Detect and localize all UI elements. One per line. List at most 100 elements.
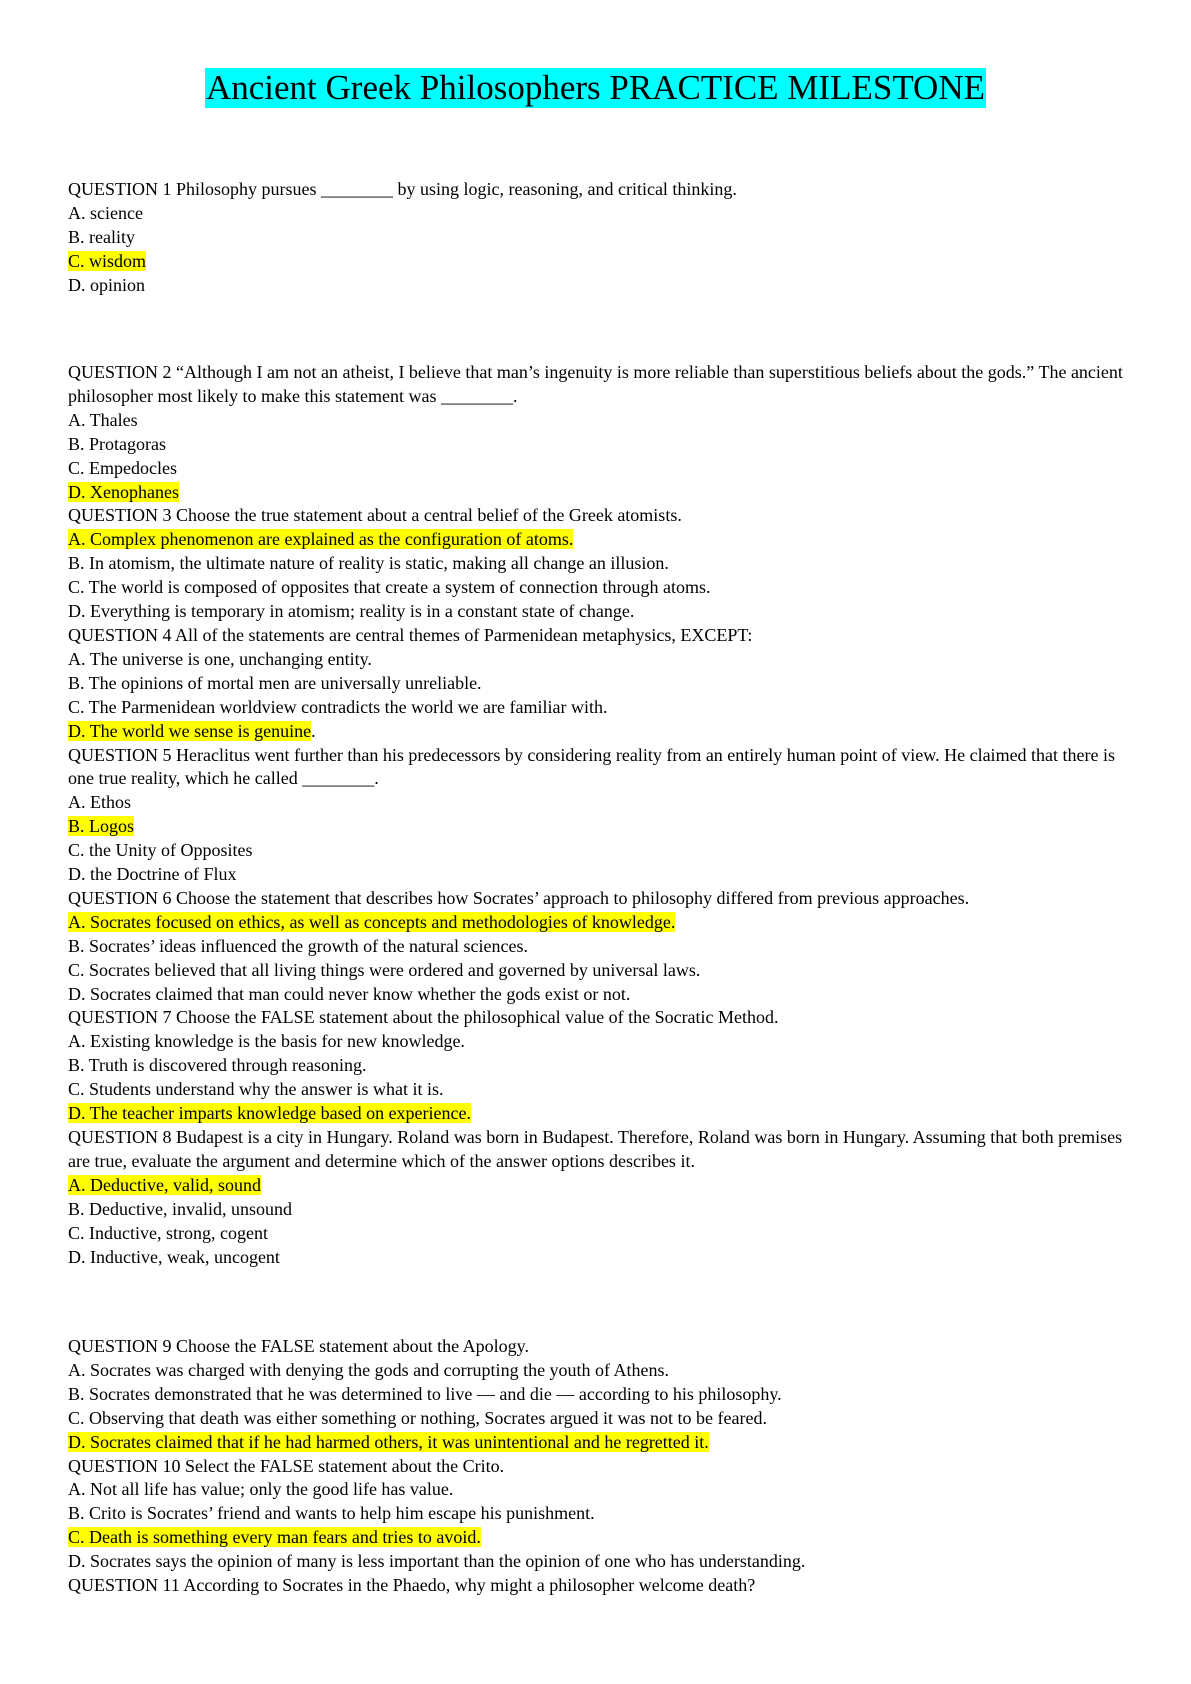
answer-option: A. The universe is one, unchanging entit… xyxy=(68,648,1128,672)
answer-option-text: A. Existing knowledge is the basis for n… xyxy=(68,1031,465,1052)
answer-option-text: C. wisdom xyxy=(68,250,147,271)
answer-option-text: A. Socrates was charged with denying the… xyxy=(68,1359,670,1380)
answer-option: B. reality xyxy=(68,226,1128,250)
question-text: QUESTION 10 Select the FALSE statement a… xyxy=(68,1455,505,1476)
answer-option: D. Everything is temporary in atomism; r… xyxy=(68,600,1128,624)
answer-option-correct: A. Deductive, valid, sound xyxy=(68,1174,1128,1198)
answer-option-correct: A. Socrates focused on ethics, as well a… xyxy=(68,911,1128,935)
answer-option-text: C. Students understand why the answer is… xyxy=(68,1079,444,1100)
answer-option-text: C. Empedocles xyxy=(68,457,177,478)
question-text: QUESTION 2 “Although I am not an atheist… xyxy=(68,362,1128,406)
answer-option: B. Socrates demonstrated that he was det… xyxy=(68,1383,1128,1407)
answer-option-correct: A. Complex phenomenon are explained as t… xyxy=(68,528,1128,552)
answer-option: A. Ethos xyxy=(68,791,1128,815)
answer-option: A. Thales xyxy=(68,409,1128,433)
question: QUESTION 7 Choose the FALSE statement ab… xyxy=(68,1006,1128,1126)
answer-option-text: C. Death is something every man fears an… xyxy=(68,1527,481,1548)
answer-option: D. Socrates claimed that man could never… xyxy=(68,983,1128,1007)
question: QUESTION 9 Choose the FALSE statement ab… xyxy=(68,1335,1128,1455)
question: QUESTION 10 Select the FALSE statement a… xyxy=(68,1455,1128,1575)
answer-option-correct: C. Death is something every man fears an… xyxy=(68,1526,1128,1550)
answer-option-text: C. Inductive, strong, cogent xyxy=(68,1222,268,1243)
answer-option-text: D. the Doctrine of Flux xyxy=(68,864,237,885)
answer-option-text: A. Socrates focused on ethics, as well a… xyxy=(68,911,676,932)
answer-option-text: A. Deductive, valid, sound xyxy=(68,1174,261,1195)
answer-option-text: A. Complex phenomenon are explained as t… xyxy=(68,529,574,550)
answer-option: D. opinion xyxy=(68,274,1128,298)
answer-option: C. the Unity of Opposites xyxy=(68,839,1128,863)
question: QUESTION 3 Choose the true statement abo… xyxy=(68,504,1128,624)
answer-option-text: B. Deductive, invalid, unsound xyxy=(68,1198,292,1219)
answer-option: B. Deductive, invalid, unsound xyxy=(68,1198,1128,1222)
answer-option-text: D. Socrates claimed that if he had harme… xyxy=(68,1431,709,1452)
answer-option-text: D. Inductive, weak, uncogent xyxy=(68,1246,280,1267)
document-title: Ancient Greek Philosophers PRACTICE MILE… xyxy=(204,68,986,108)
question-block: QUESTION 9 Choose the FALSE statement ab… xyxy=(68,1335,1128,1598)
question-text: QUESTION 6 Choose the statement that des… xyxy=(68,887,970,908)
answer-option: C. The Parmenidean worldview contradicts… xyxy=(68,696,1128,720)
answer-option: B. Socrates’ ideas influenced the growth… xyxy=(68,935,1128,959)
answer-option-text: D. opinion xyxy=(68,274,146,295)
answer-option-text: B. Logos xyxy=(68,816,135,837)
answer-option: D. the Doctrine of Flux xyxy=(68,863,1128,887)
answer-option-text: D. The world we sense is genuine xyxy=(68,720,312,741)
answer-option-text: C. Observing that death was either somet… xyxy=(68,1407,767,1428)
answer-option-text: B. Crito is Socrates’ friend and wants t… xyxy=(68,1503,595,1524)
answer-option-text: D. Xenophanes xyxy=(68,481,179,502)
answer-option-text: D. The teacher imparts knowledge based o… xyxy=(68,1103,472,1124)
answer-option-text: A. The universe is one, unchanging entit… xyxy=(68,648,372,669)
answer-option-text: B. Socrates’ ideas influenced the growth… xyxy=(68,935,529,956)
answer-option-text: C. The world is composed of opposites th… xyxy=(68,577,711,598)
answer-option-text: D. Socrates says the opinion of many is … xyxy=(68,1551,806,1572)
title-container: Ancient Greek Philosophers PRACTICE MILE… xyxy=(0,68,1191,108)
answer-option-text: D. Everything is temporary in atomism; r… xyxy=(68,601,635,622)
question-text: QUESTION 4 All of the statements are cen… xyxy=(68,624,753,645)
answer-option-text: B. The opinions of mortal men are univer… xyxy=(68,672,482,693)
answer-option-text: B. In atomism, the ultimate nature of re… xyxy=(68,553,669,574)
question-text: QUESTION 8 Budapest is a city in Hungary… xyxy=(68,1127,1127,1171)
answer-option-correct: D. Socrates claimed that if he had harme… xyxy=(68,1431,1128,1455)
answer-option: C. Students understand why the answer is… xyxy=(68,1078,1128,1102)
question-block: QUESTION 2 “Although I am not an atheist… xyxy=(68,361,1128,1269)
answer-option-suffix: . xyxy=(311,720,316,741)
question-block: QUESTION 1 Philosophy pursues ________ b… xyxy=(68,178,1128,298)
answer-option-text: B. Truth is discovered through reasoning… xyxy=(68,1055,367,1076)
answer-option-correct: D. The teacher imparts knowledge based o… xyxy=(68,1102,1128,1126)
answer-option-text: A. Ethos xyxy=(68,792,131,813)
answer-option-text: B. Protagoras xyxy=(68,433,166,454)
question: QUESTION 4 All of the statements are cen… xyxy=(68,624,1128,744)
question: QUESTION 2 “Although I am not an atheist… xyxy=(68,361,1128,504)
answer-option: D. Socrates says the opinion of many is … xyxy=(68,1550,1128,1574)
question-text: QUESTION 1 Philosophy pursues ________ b… xyxy=(68,179,737,199)
answer-option: B. In atomism, the ultimate nature of re… xyxy=(68,552,1128,576)
question-text: QUESTION 11 According to Socrates in the… xyxy=(68,1575,756,1596)
answer-option: B. Crito is Socrates’ friend and wants t… xyxy=(68,1502,1128,1526)
question: QUESTION 8 Budapest is a city in Hungary… xyxy=(68,1126,1128,1269)
question-text: QUESTION 3 Choose the true statement abo… xyxy=(68,505,682,526)
answer-option: A. Socrates was charged with denying the… xyxy=(68,1359,1128,1383)
answer-option: D. Inductive, weak, uncogent xyxy=(68,1246,1128,1270)
answer-option-text: C. The Parmenidean worldview contradicts… xyxy=(68,696,608,717)
answer-option: B. Protagoras xyxy=(68,433,1128,457)
answer-option: C. Socrates believed that all living thi… xyxy=(68,959,1128,983)
answer-option: B. Truth is discovered through reasoning… xyxy=(68,1054,1128,1078)
question: QUESTION 11 According to Socrates in the… xyxy=(68,1574,1128,1598)
answer-option-text: C. the Unity of Opposites xyxy=(68,840,253,861)
answer-option: A. Existing knowledge is the basis for n… xyxy=(68,1030,1128,1054)
answer-option: C. The world is composed of opposites th… xyxy=(68,576,1128,600)
answer-option-correct: B. Logos xyxy=(68,815,1128,839)
answer-option-text: B. Socrates demonstrated that he was det… xyxy=(68,1383,782,1404)
answer-option: C. Observing that death was either somet… xyxy=(68,1407,1128,1431)
answer-option-text: A. science xyxy=(68,202,143,223)
question: QUESTION 5 Heraclitus went further than … xyxy=(68,744,1128,887)
question: QUESTION 6 Choose the statement that des… xyxy=(68,887,1128,1007)
question-text: QUESTION 9 Choose the FALSE statement ab… xyxy=(68,1336,529,1356)
answer-option-text: B. reality xyxy=(68,226,135,247)
answer-option: B. The opinions of mortal men are univer… xyxy=(68,672,1128,696)
question-text: QUESTION 7 Choose the FALSE statement ab… xyxy=(68,1007,779,1028)
answer-option-correct: C. wisdom xyxy=(68,250,1128,274)
answer-option: C. Empedocles xyxy=(68,457,1128,481)
answer-option: C. Inductive, strong, cogent xyxy=(68,1222,1128,1246)
answer-option-correct: D. Xenophanes xyxy=(68,481,1128,505)
question: QUESTION 1 Philosophy pursues ________ b… xyxy=(68,178,1128,298)
